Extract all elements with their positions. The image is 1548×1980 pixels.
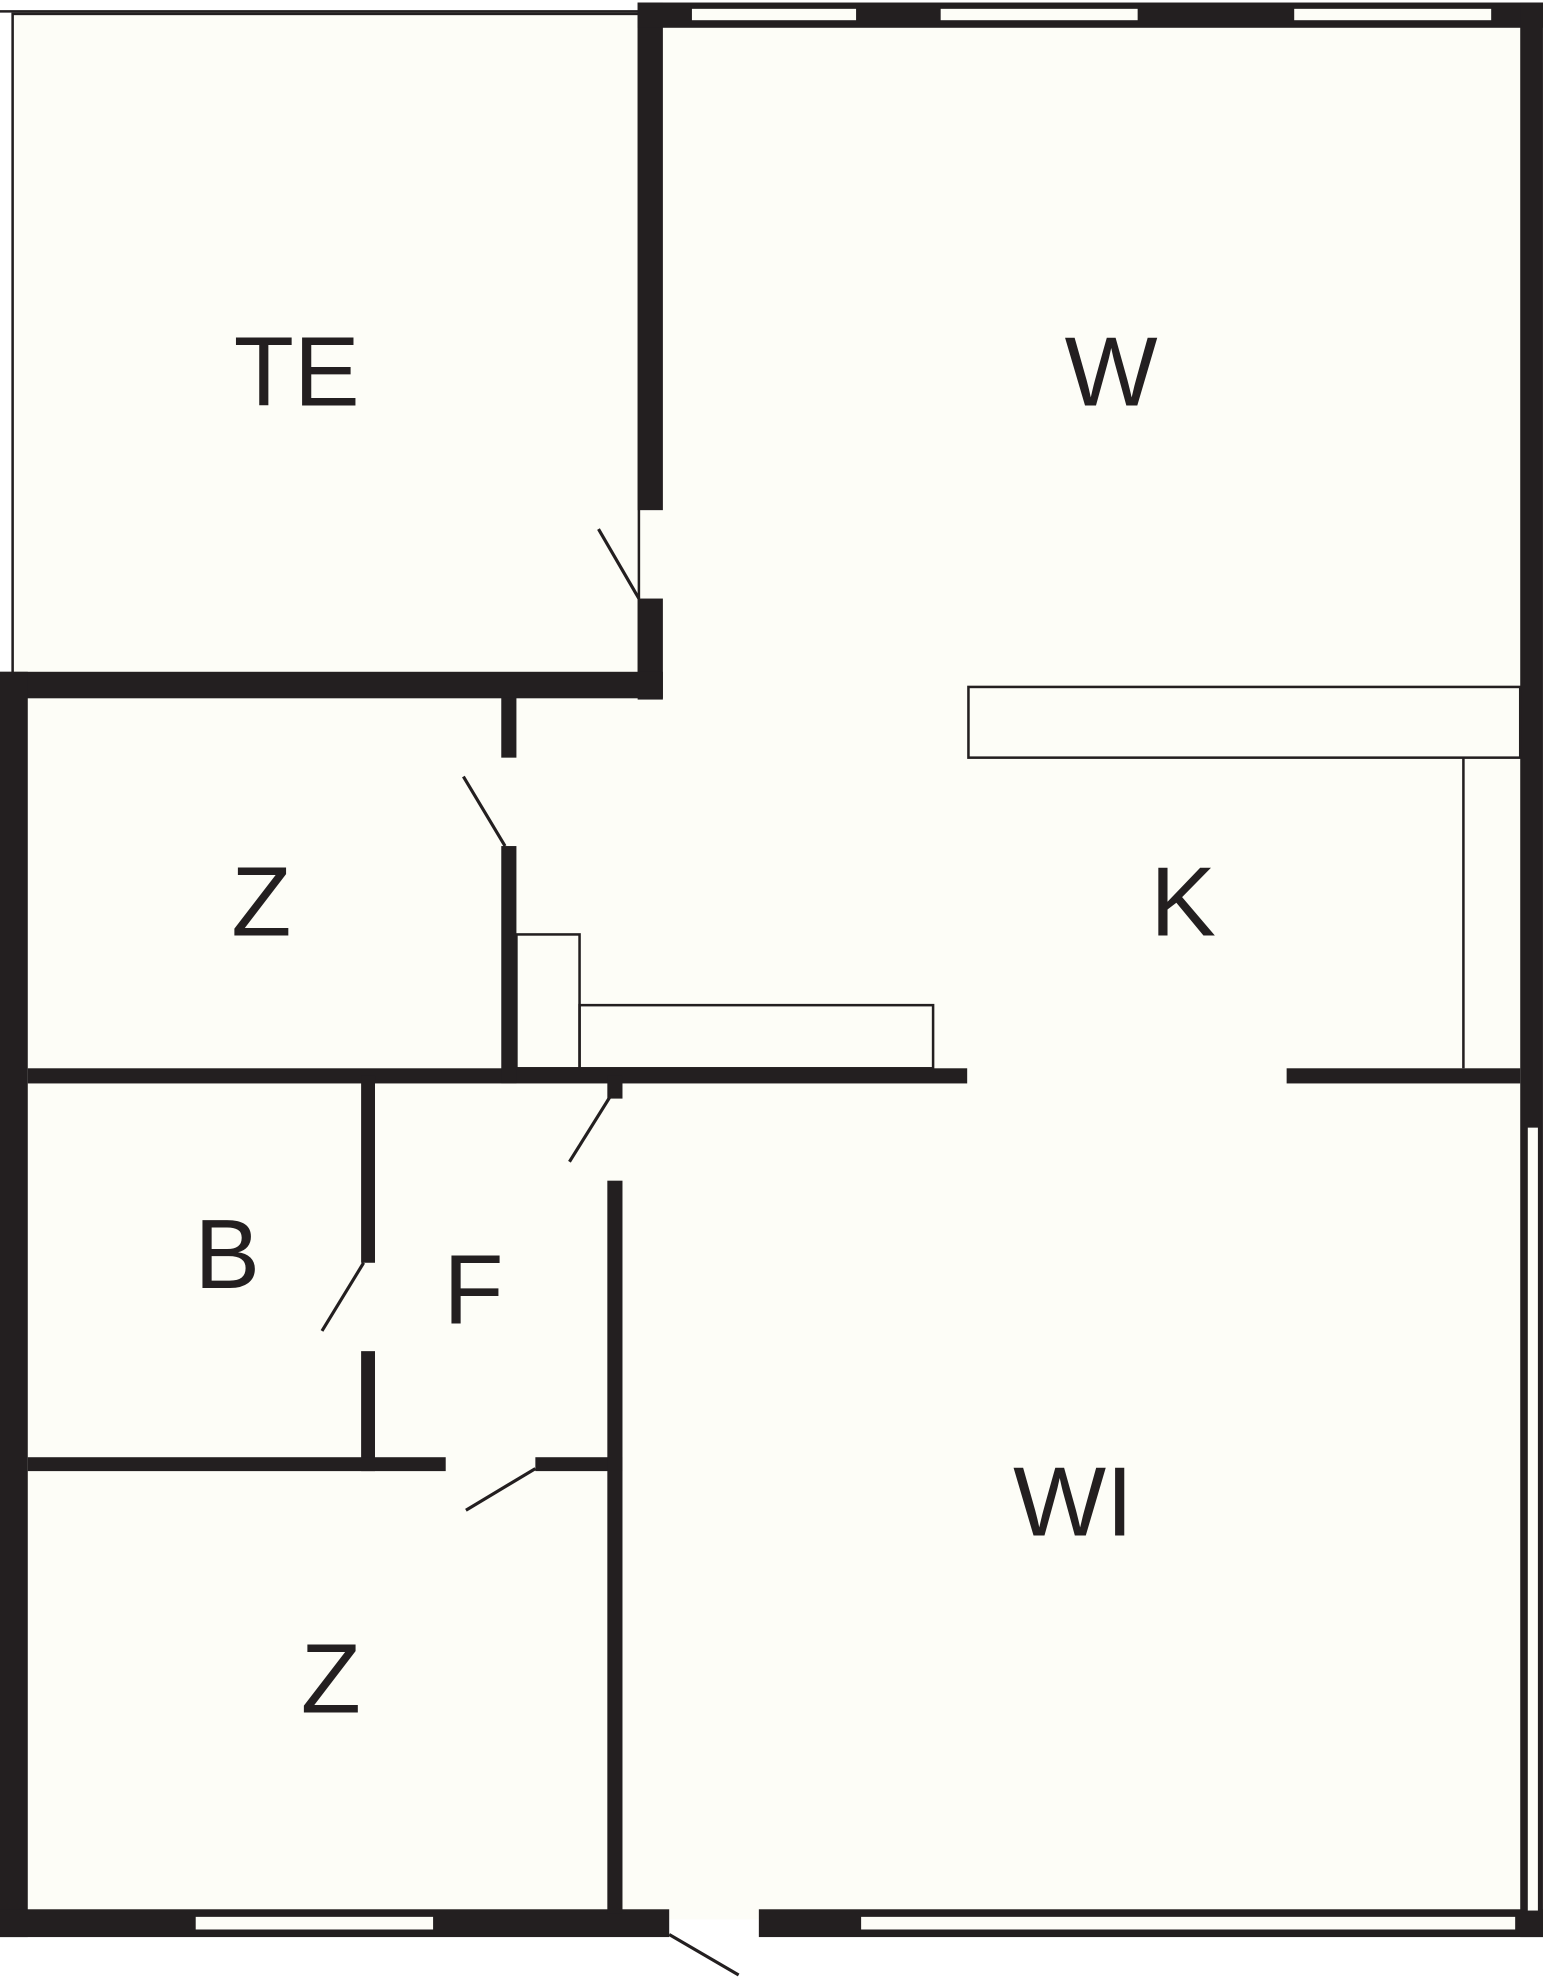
- floor: [12, 12, 1528, 1920]
- door-swing: [597, 528, 641, 600]
- door-swing: [465, 1467, 537, 1512]
- windows: [195, 8, 1538, 1930]
- window: [1527, 1127, 1538, 1911]
- doors: [320, 528, 740, 1977]
- window: [1294, 8, 1492, 21]
- room-label-z: Z: [301, 1623, 361, 1733]
- entrance-door-swing: [668, 1933, 740, 1977]
- room-label-z: Z: [231, 847, 291, 957]
- window: [861, 1916, 1516, 1930]
- room-label-te: TE: [234, 316, 360, 426]
- cabinet: [578, 1003, 935, 1070]
- room-label-k: K: [1150, 847, 1216, 957]
- door-swing: [320, 1261, 365, 1332]
- window: [691, 8, 857, 21]
- door-swing: [462, 775, 507, 847]
- door-swing: [568, 1090, 615, 1163]
- window: [195, 1916, 434, 1930]
- room-label-b: B: [194, 1199, 260, 1309]
- fixtures: [515, 685, 1522, 1070]
- room-label-wi: WI: [1013, 1447, 1133, 1557]
- window: [940, 8, 1138, 21]
- kitchen-counter: [967, 685, 1522, 759]
- cabinet: [515, 933, 581, 1070]
- room-label-w: W: [1065, 316, 1158, 426]
- room-label-f: F: [443, 1234, 503, 1344]
